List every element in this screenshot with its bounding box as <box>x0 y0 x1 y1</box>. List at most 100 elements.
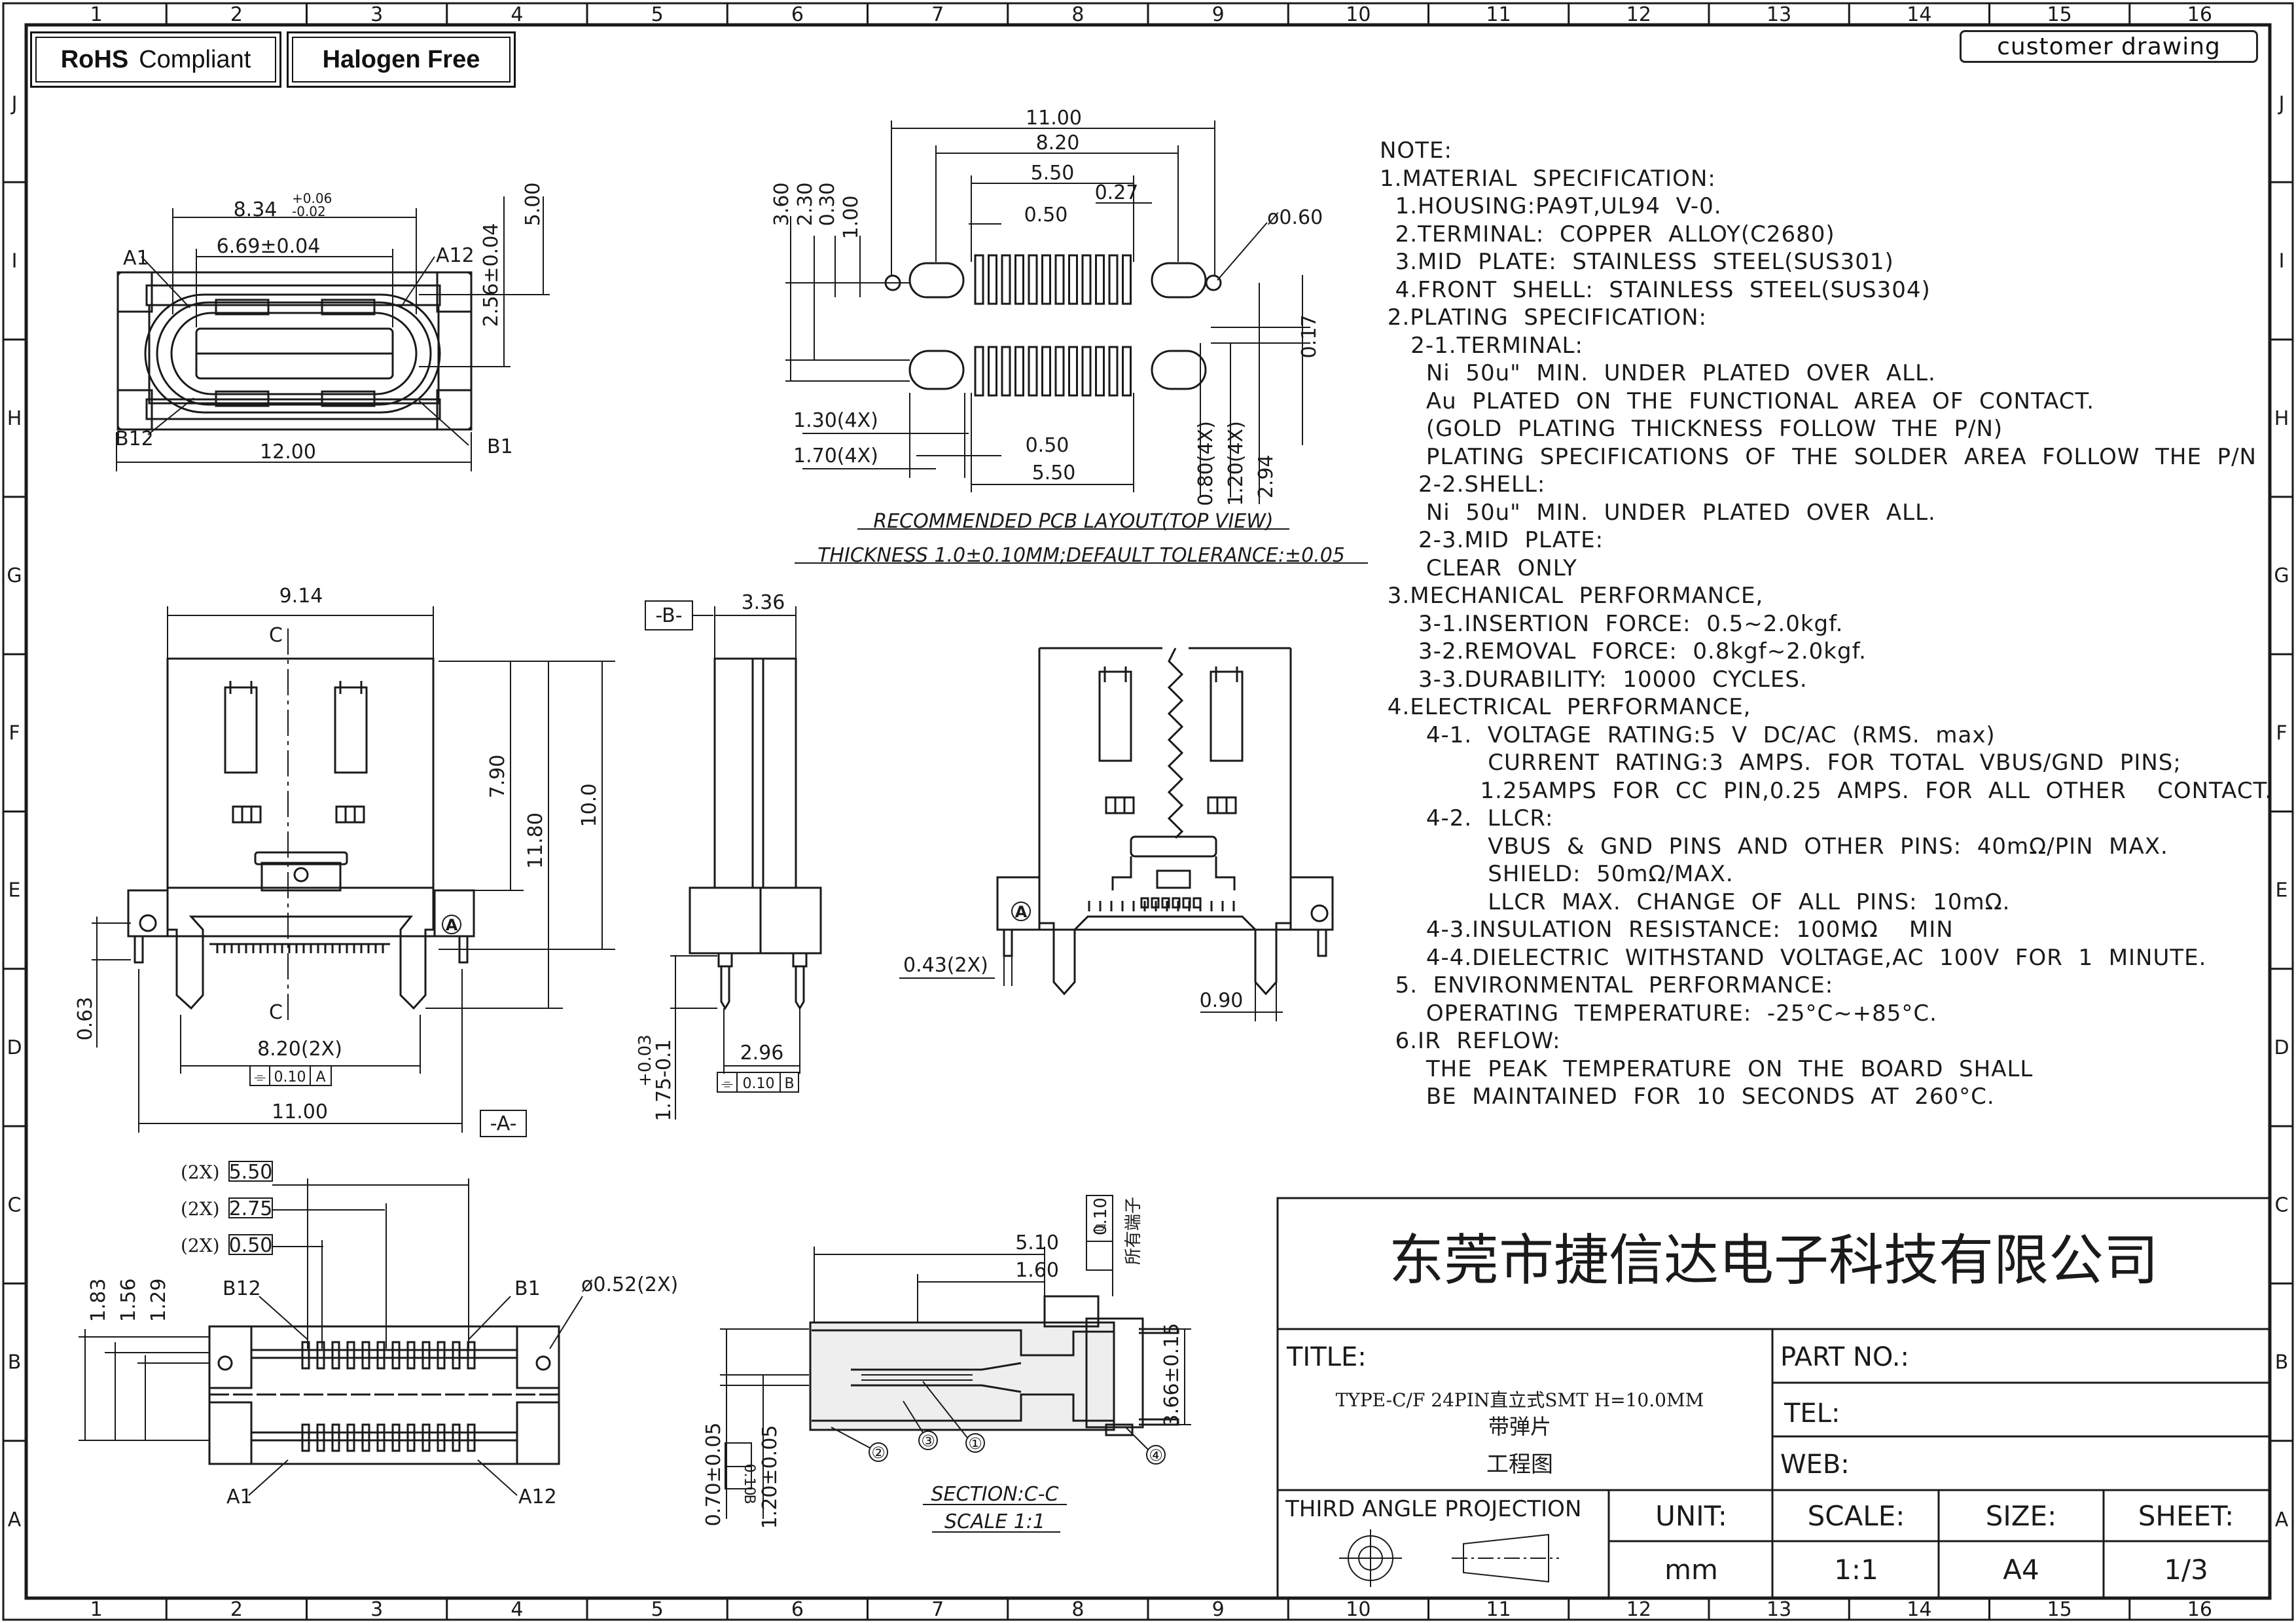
note-line: NOTE: <box>1380 137 1452 164</box>
note-line: 4.ELECTRICAL PERFORMANCE, <box>1380 694 1751 720</box>
note-line: OPERATING TEMPERATURE: -25°C~+85°C. <box>1380 1000 1937 1027</box>
section-flat-tol: 0.10 <box>1091 1197 1111 1235</box>
note-line: VBUS & GND PINS AND OTHER PINS: 40mΩ/PIN… <box>1380 833 2168 860</box>
dim-12-00: 12.00 <box>260 441 316 464</box>
col-label-bottom: 11 <box>1486 1598 1511 1621</box>
note-line: CURRENT RATING:3 AMPS. FOR TOTAL VBUS/GN… <box>1380 750 2181 776</box>
pcb-pad-top <box>988 254 997 305</box>
front-view-drawing <box>92 606 615 1137</box>
bottom-pin-lower <box>452 1423 461 1452</box>
pcb-pad-top <box>1081 254 1092 305</box>
back-view-drawing <box>899 647 1334 1021</box>
pcb-dim-1-00: 1.00 <box>840 196 863 240</box>
title-block-text: 东莞市捷信达电子科技有限公司 TITLE: TYPE-C/F 24PIN直立式S… <box>1285 1228 2234 1586</box>
note-line: 3-2.REMOVAL FORCE: 0.8kgf~2.0kgf. <box>1380 638 1867 665</box>
note-line: THE PEAK TEMPERATURE ON THE BOARD SHALL <box>1380 1055 2034 1082</box>
front-tol-datum: A <box>315 1069 325 1085</box>
section-c-bottom: C <box>269 1001 283 1024</box>
note-line: LLCR MAX. CHANGE OF ALL PINS: 10mΩ. <box>1380 888 2011 915</box>
pcb-pad-top <box>1001 254 1011 305</box>
title-line-1: TYPE-C/F 24PIN直立式SMT H=10.0MM <box>1336 1389 1704 1411</box>
front-dim-7-90: 7.90 <box>486 755 509 799</box>
pcb-dim-0-50-bottom: 0.50 <box>1026 434 1069 457</box>
pcb-pad-top <box>1014 254 1024 305</box>
pcb-dim-0-17: 0.17 <box>1298 315 1321 359</box>
pcb-layout-drawing <box>785 120 1368 564</box>
pcb-dim-2-94: 2.94 <box>1255 455 1278 499</box>
bottom-2x-3: (2X) <box>181 1235 220 1256</box>
row-label-right: J <box>2278 92 2285 115</box>
pcb-pad-bottom <box>1081 346 1092 397</box>
bottom-dim-1-83: 1.83 <box>87 1279 110 1322</box>
sheet-label: SHEET: <box>2138 1500 2234 1532</box>
sheet-value: 1/3 <box>2164 1554 2208 1586</box>
col-label-top: 4 <box>511 3 523 26</box>
pcb-dim-0-27: 0.27 <box>1095 181 1139 204</box>
note-line: 4-4.DIELECTRIC WITHSTAND VOLTAGE,AC 100V… <box>1380 944 2207 971</box>
col-label-top: 16 <box>2187 3 2212 26</box>
bottom-pin-lower <box>406 1423 416 1452</box>
note-line: SHIELD: 50mΩ/MAX. <box>1380 861 1734 887</box>
front-view-labels: 9.14 C C 7.90 11.80 10.0 0.63 8.20(2X) ⌯… <box>74 585 601 1135</box>
note-line: PLATING SPECIFICATIONS OF THE SOLDER ARE… <box>1380 443 2257 470</box>
pcb-pad-top <box>1122 254 1132 305</box>
back-dim-0-90: 0.90 <box>1200 989 1244 1012</box>
col-label-top: 3 <box>370 3 383 26</box>
pcb-pad-bottom <box>1108 346 1119 397</box>
pcb-dim-1-30: 1.30(4X) <box>793 409 878 432</box>
col-label-bottom: 1 <box>90 1598 103 1621</box>
col-label-top: 13 <box>1767 3 1791 26</box>
row-label-right: G <box>2274 564 2289 587</box>
label-b1: B1 <box>487 435 513 458</box>
pcb-pad-bottom <box>1001 346 1011 397</box>
pcb-caption-1: RECOMMENDED PCB LAYOUT(TOP VIEW) <box>873 510 1273 533</box>
col-label-top: 5 <box>651 3 664 26</box>
bottom-pin-lower <box>301 1423 310 1452</box>
section-tol-datum: B <box>741 1494 757 1504</box>
col-label-bottom: 15 <box>2047 1598 2072 1621</box>
title-line-2: 带弹片 <box>1488 1414 1551 1439</box>
pcb-pad-bottom <box>1041 346 1051 397</box>
bottom-pin-upper <box>406 1341 416 1370</box>
row-label-right: H <box>2274 407 2289 430</box>
col-label-bottom: 9 <box>1212 1598 1225 1621</box>
bottom-pin-lower <box>422 1423 431 1452</box>
row-label-right: D <box>2274 1036 2289 1059</box>
bottom-label-a1: A1 <box>226 1486 253 1508</box>
col-label-bottom: 4 <box>511 1598 523 1621</box>
label-a1: A1 <box>123 247 149 270</box>
section-flat-sym: ⏥ <box>1093 1217 1106 1237</box>
pcb-dim-3-60: 3.60 <box>770 183 793 227</box>
row-label-left: J <box>10 92 18 115</box>
bottom-dim-2-75: 2.75 <box>229 1197 273 1220</box>
size-value: A4 <box>2003 1554 2039 1586</box>
section-dim-3-66: 3.66±0.15 <box>1160 1323 1183 1427</box>
balloon-3: ③ <box>921 1432 935 1450</box>
side-view-drawing <box>645 600 822 1120</box>
title-label: TITLE: <box>1286 1342 1367 1372</box>
note-line: 1.HOUSING:PA9T,UL94 V-0. <box>1380 193 1722 219</box>
row-label-right: C <box>2275 1194 2289 1216</box>
front-mark-a: A <box>446 916 458 934</box>
front-pins <box>209 943 390 953</box>
col-label-bottom: 3 <box>370 1598 383 1621</box>
note-line: Ni 50u" MIN. UNDER PLATED OVER ALL. <box>1380 360 1936 386</box>
pcb-pad-top <box>1028 254 1038 305</box>
pcb-dim-1-70: 1.70(4X) <box>793 445 878 467</box>
dim-8-34-tol-minus: -0.02 <box>292 204 326 219</box>
section-dim-5-10: 5.10 <box>1015 1231 1059 1254</box>
front-tol-value: 0.10 <box>274 1069 306 1085</box>
side-tol-value: 0.10 <box>743 1076 775 1092</box>
bottom-pin-upper <box>452 1341 461 1370</box>
datum-b-label: -B- <box>655 604 682 627</box>
section-dim-0-70: 0.70±0.05 <box>702 1423 725 1527</box>
front-dim-8-20: 8.20(2X) <box>257 1038 342 1061</box>
note-line: Au PLATED ON THE FUNCTIONAL AREA OF CONT… <box>1380 388 2095 414</box>
section-tol-value: 0.10 <box>741 1464 757 1496</box>
row-label-right: I <box>2279 249 2285 272</box>
row-label-right: E <box>2276 879 2288 902</box>
rohs-rest-text: Compliant <box>139 45 251 73</box>
unit-label: UNIT: <box>1655 1500 1727 1532</box>
halogen-free-text: Halogen Free <box>322 45 480 73</box>
